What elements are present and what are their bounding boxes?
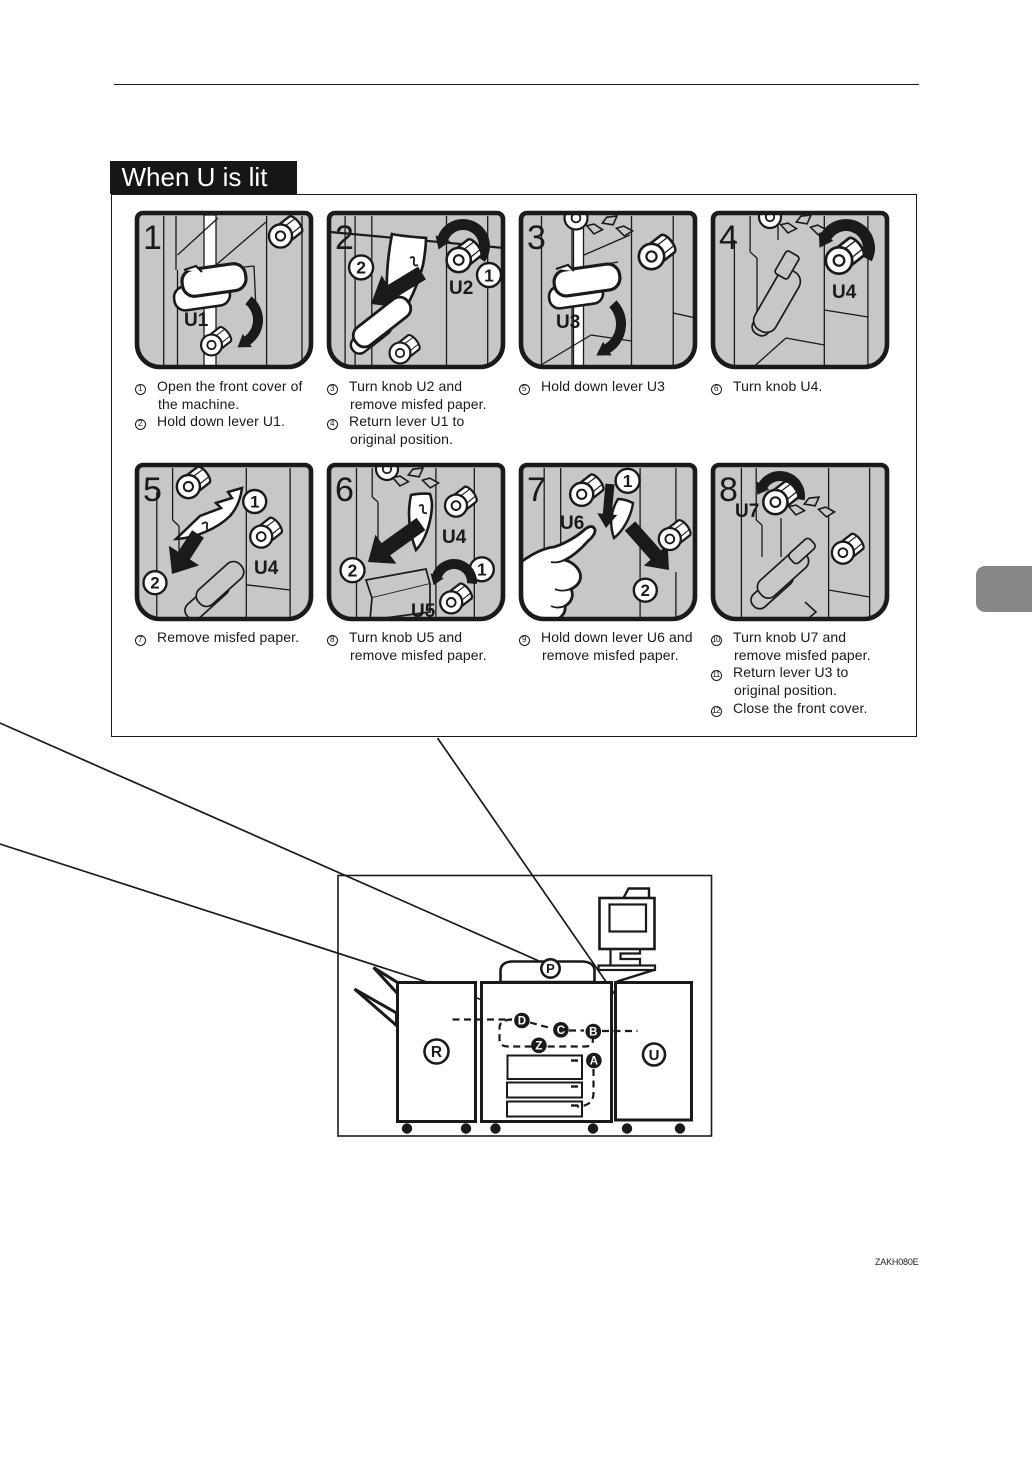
- svg-text:C: C: [557, 1025, 565, 1037]
- svg-text:U5: U5: [411, 601, 436, 622]
- svg-text:2: 2: [150, 574, 159, 593]
- svg-text:R: R: [431, 1044, 442, 1061]
- svg-text:5: 5: [143, 471, 162, 509]
- svg-text:1: 1: [143, 219, 162, 257]
- svg-text:8: 8: [719, 471, 738, 509]
- svg-text:6: 6: [335, 471, 354, 509]
- svg-text:2: 2: [347, 560, 357, 580]
- svg-text:U2: U2: [449, 278, 473, 299]
- svg-text:1: 1: [622, 471, 632, 491]
- svg-text:D: D: [518, 1016, 526, 1028]
- svg-text:3: 3: [527, 219, 546, 257]
- svg-text:U4: U4: [442, 527, 467, 548]
- svg-text:U4: U4: [254, 558, 279, 579]
- svg-text:Z: Z: [535, 1040, 542, 1052]
- svg-text:1: 1: [250, 493, 259, 512]
- svg-text:1: 1: [476, 560, 486, 580]
- svg-text:1: 1: [484, 265, 494, 285]
- svg-text:U7: U7: [735, 501, 759, 522]
- svg-text:P: P: [546, 961, 555, 976]
- svg-text:U1: U1: [184, 310, 209, 331]
- svg-text:B: B: [589, 1027, 597, 1039]
- svg-text:A: A: [590, 1056, 598, 1068]
- svg-text:2: 2: [335, 219, 354, 257]
- svg-text:U3: U3: [556, 312, 580, 333]
- svg-text:7: 7: [527, 471, 546, 509]
- svg-text:2: 2: [356, 258, 366, 278]
- svg-text:U6: U6: [560, 513, 584, 534]
- svg-text:4: 4: [719, 219, 738, 257]
- svg-text:2: 2: [640, 581, 649, 600]
- svg-text:U4: U4: [832, 282, 857, 303]
- svg-text:U: U: [649, 1047, 660, 1064]
